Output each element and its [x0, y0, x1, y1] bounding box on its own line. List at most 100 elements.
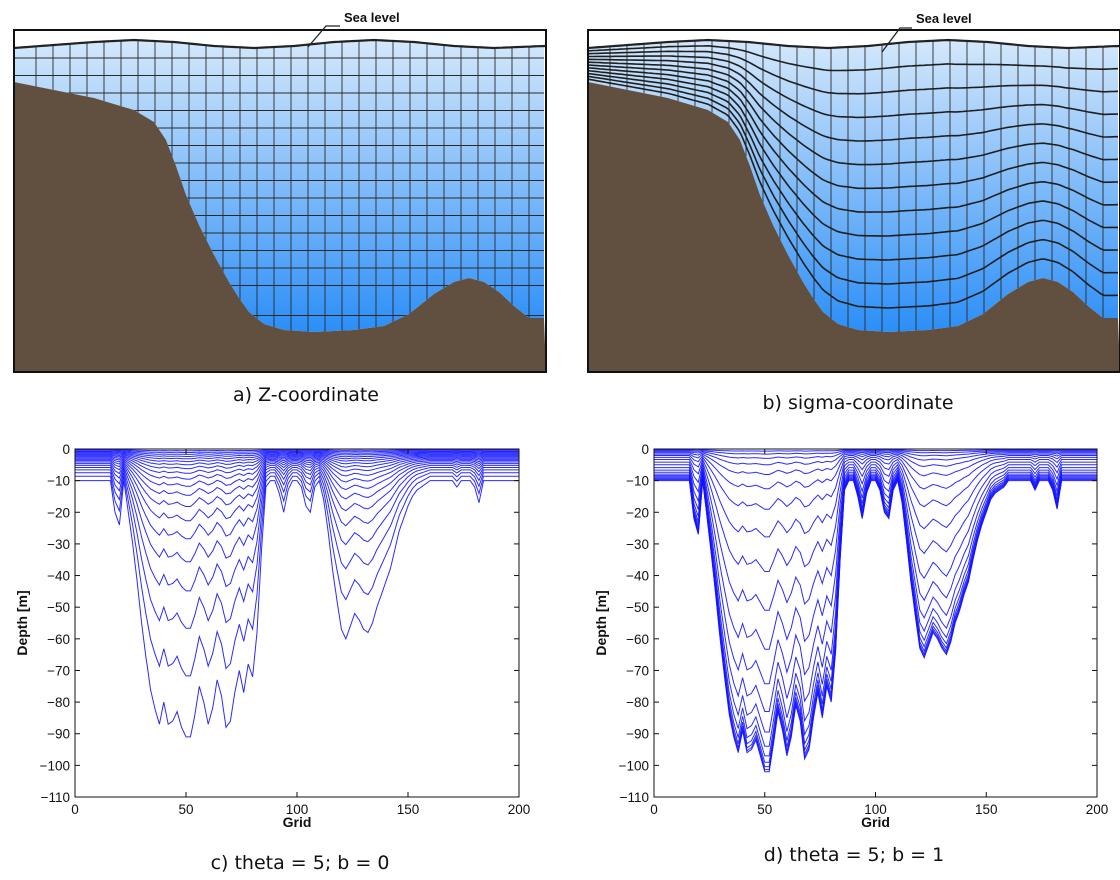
- y-tick-label: −80: [626, 695, 649, 710]
- y-tick-label: −100: [619, 758, 649, 773]
- y-tick-label: −30: [626, 537, 649, 552]
- sea-level-label: Sea level: [916, 11, 972, 26]
- sea-level-pointer: [307, 25, 340, 48]
- sigma-level-line: [75, 479, 519, 738]
- caption-panel-d: d) theta = 5; b = 1: [764, 844, 944, 866]
- ocean-water: [588, 40, 1118, 332]
- sigma-level-line: [654, 474, 1097, 747]
- x-tick-label: 0: [650, 802, 658, 817]
- sigma-level-line: [654, 475, 1097, 757]
- x-tick-label: 50: [178, 802, 193, 817]
- y-tick-label: 0: [641, 442, 649, 457]
- y-tick-label: −40: [47, 569, 70, 584]
- sigma-level-line: [588, 64, 1118, 190]
- sigma-level-line: [654, 468, 1097, 685]
- sigma-level-line: [654, 453, 1097, 475]
- x-tick-label: 50: [757, 802, 772, 817]
- sea-level-pointer: [881, 27, 912, 53]
- caption-panel-a: a) Z-coordinate: [233, 384, 379, 406]
- sigma-level-line: [654, 472, 1097, 733]
- sigma-level-line: [588, 72, 1118, 261]
- y-axis-label: Depth [m]: [14, 590, 30, 655]
- x-tick-label: 200: [1086, 802, 1109, 817]
- y-tick-label: −70: [626, 663, 649, 678]
- x-axis-label: Grid: [283, 814, 312, 830]
- y-tick-label: −110: [41, 790, 70, 805]
- sigma-level-line: [75, 465, 519, 563]
- caption-panel-c: c) theta = 5; b = 0: [211, 852, 390, 874]
- x-tick-label: 100: [286, 802, 309, 817]
- sigma-level-line: [588, 58, 1118, 142]
- x-tick-label: 150: [397, 802, 420, 817]
- sigma-level-line: [75, 458, 519, 487]
- sigma-level-line: [654, 479, 1097, 773]
- sigma-level-line: [75, 464, 519, 540]
- y-tick-label: −10: [47, 474, 70, 489]
- y-tick-label: −10: [626, 474, 649, 489]
- y-tick-label: −30: [47, 537, 70, 552]
- sigma-level-line: [654, 460, 1097, 572]
- y-tick-label: −50: [626, 600, 649, 615]
- y-tick-label: −110: [620, 790, 649, 805]
- seabed-terrain: [14, 82, 546, 372]
- sigma-level-lines: [75, 449, 519, 738]
- y-tick-label: −40: [626, 569, 649, 584]
- sigma-level-line: [654, 463, 1097, 611]
- sigma-level-line: [75, 459, 519, 496]
- sigma-level-line: [588, 78, 1118, 309]
- y-tick-label: −70: [47, 663, 70, 678]
- sigma-level-line: [75, 456, 519, 474]
- y-tick-label: −50: [47, 600, 70, 615]
- y-tick-label: −100: [40, 758, 70, 773]
- sigma-level-line: [75, 475, 519, 677]
- y-tick-label: −20: [626, 505, 649, 520]
- sigma-level-line: [75, 471, 519, 629]
- sigma-level-line: [75, 467, 519, 592]
- x-tick-label: 0: [71, 802, 79, 817]
- sigma-level-line: [654, 454, 1097, 490]
- sigma-level-line: [75, 462, 519, 522]
- sigma-level-line: [654, 471, 1097, 712]
- sigma-level-line: [588, 69, 1118, 237]
- sigma-level-line: [75, 453, 519, 463]
- sigma-level-line: [654, 458, 1097, 538]
- y-tick-label: −80: [47, 695, 70, 710]
- y-tick-label: −90: [626, 727, 649, 742]
- y-tick-label: 0: [62, 442, 70, 457]
- y-tick-label: −60: [47, 632, 70, 647]
- sigma-coordinate-diagram: Sea level: [587, 11, 1120, 373]
- sea-surface-line: [587, 38, 1120, 50]
- sea-level-label: Sea level: [344, 10, 400, 25]
- sigma-level-line: [588, 44, 1118, 72]
- x-tick-label: 200: [508, 802, 531, 817]
- y-axis-label: Depth [m]: [593, 590, 609, 655]
- seabed-terrain: [588, 82, 1120, 372]
- panel-frame: [13, 29, 547, 373]
- sigma-level-line: [588, 61, 1118, 166]
- y-tick-label: −90: [47, 727, 70, 742]
- sigma-level-line: [588, 67, 1118, 213]
- sigma-level-line: [75, 461, 519, 507]
- x-axis-label: Grid: [861, 814, 890, 830]
- sigma-level-line: [654, 456, 1097, 510]
- sigma-level-line: [75, 455, 519, 470]
- sigma-level-line: [75, 454, 519, 466]
- sigma-level-line: [75, 457, 519, 480]
- sea-surface-line: [13, 38, 547, 50]
- y-tick-label: −20: [47, 505, 70, 520]
- sigma-level-line: [588, 75, 1118, 285]
- sigma-level-line: [588, 50, 1118, 95]
- z-coordinate-diagram: Sea level: [13, 10, 547, 373]
- y-tick-label: −60: [626, 632, 649, 647]
- sigma-level-lines: [654, 449, 1097, 773]
- caption-panel-b: b) sigma-coordinate: [762, 392, 953, 414]
- x-tick-label: 150: [975, 802, 998, 817]
- sigma-level-line: [654, 466, 1097, 650]
- panel-frame: [587, 29, 1120, 373]
- ocean-water: [14, 40, 544, 332]
